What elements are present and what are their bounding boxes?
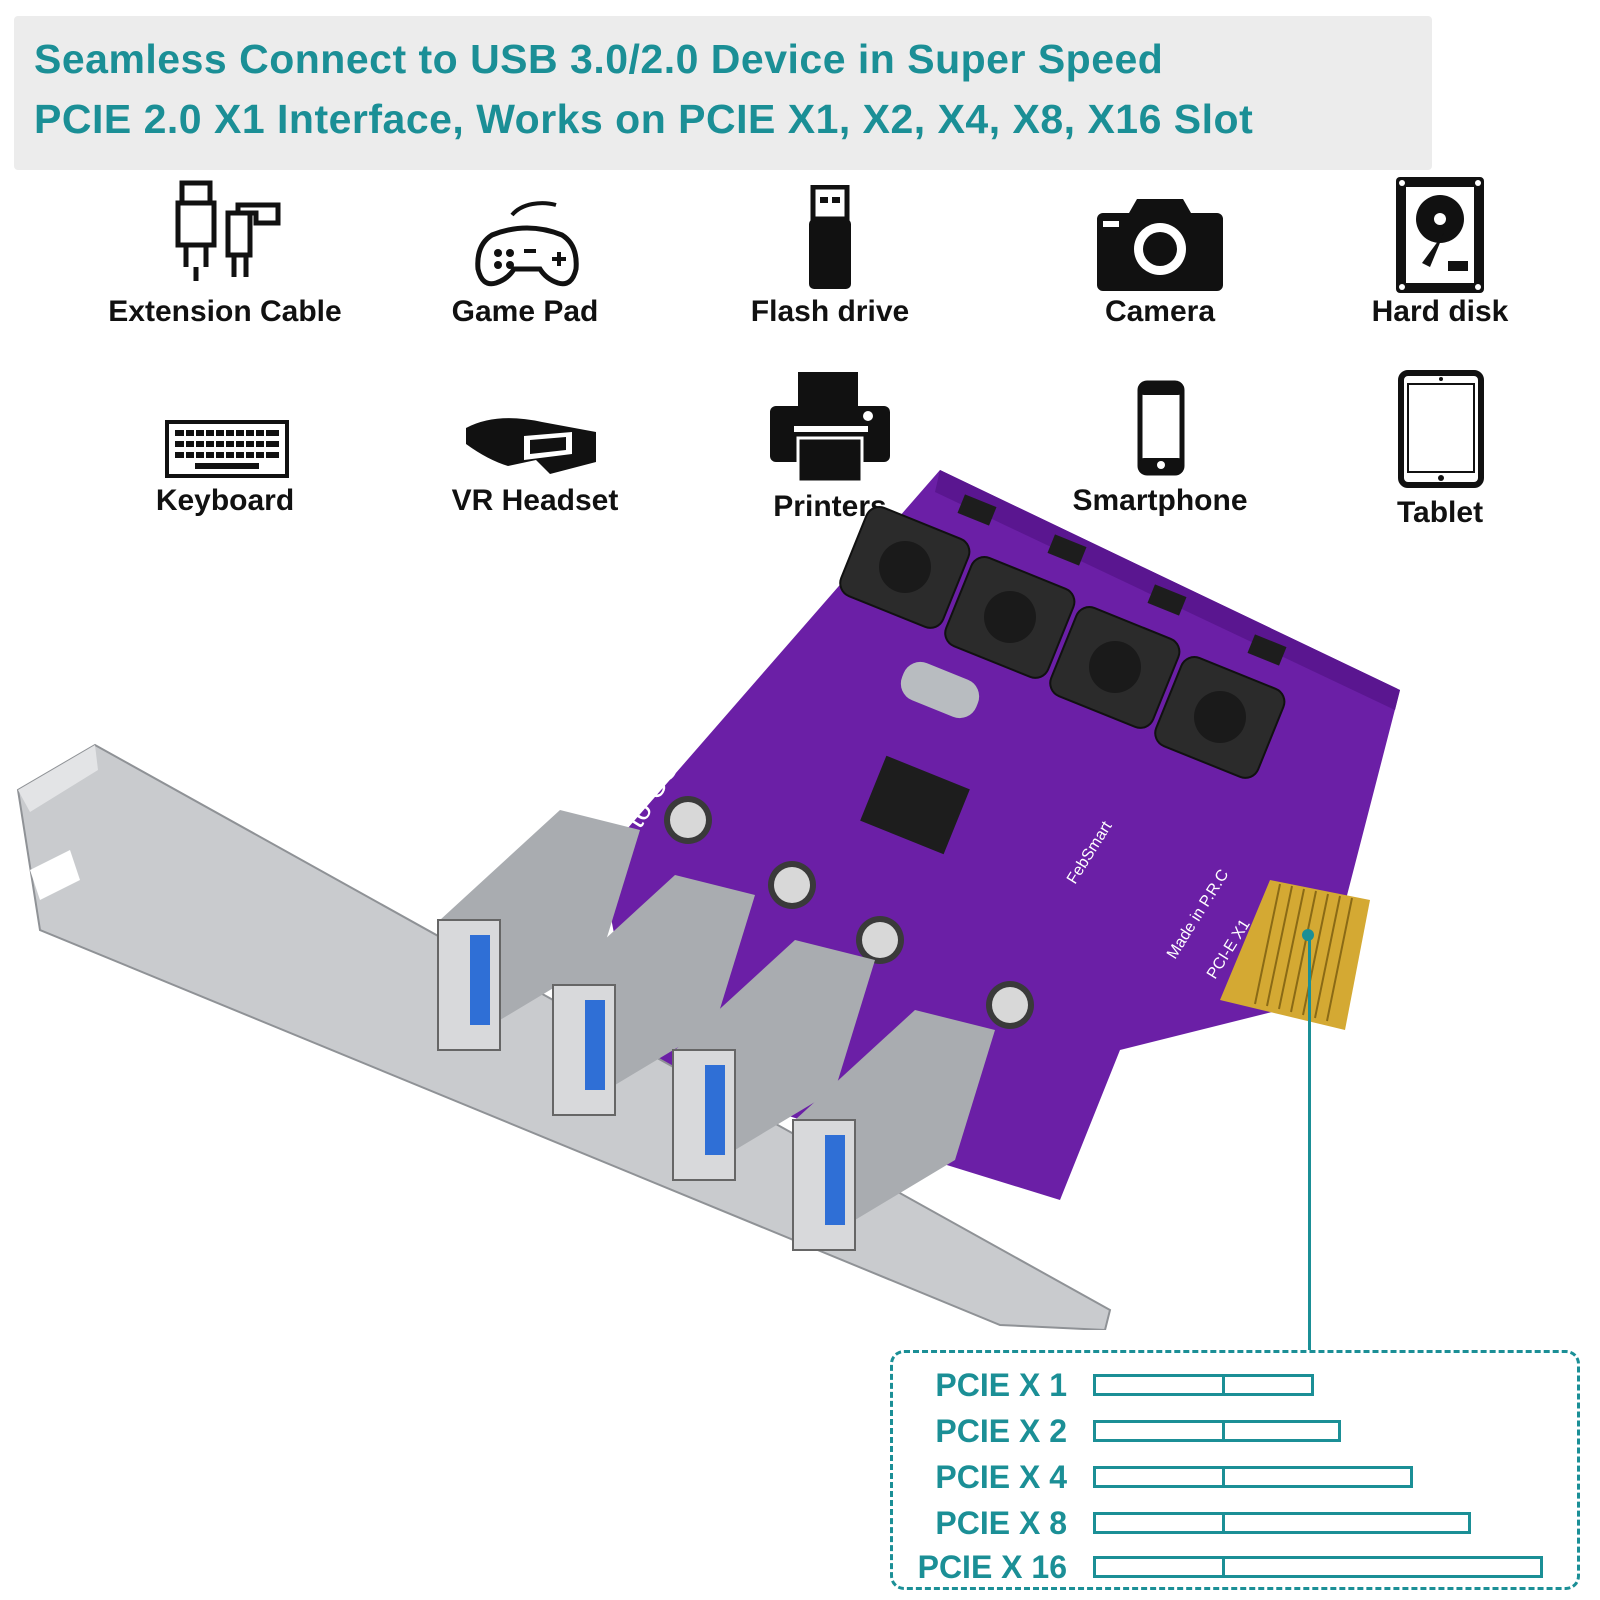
usb-cable-icon bbox=[175, 180, 281, 281]
device-label: Keyboard bbox=[155, 484, 295, 517]
camera-icon bbox=[1097, 199, 1223, 291]
slot-label: PCIE X 4 bbox=[935, 1459, 1067, 1495]
device-flash-drive: Flash drive bbox=[700, 175, 960, 345]
device-game-pad: Game Pad bbox=[400, 175, 650, 345]
slot-row: PCIE X 4 bbox=[893, 1457, 1577, 1497]
device-label: Flash drive bbox=[750, 295, 910, 328]
tablet-icon bbox=[1398, 370, 1484, 488]
device-vr-headset: VR Headset bbox=[420, 370, 650, 540]
pcie-usb-card: to USB 3.0 Card FebSmart Made in P.R.C P… bbox=[16, 470, 1400, 1330]
callout-line bbox=[1308, 935, 1311, 1350]
smartphone-icon bbox=[1137, 380, 1185, 476]
crystal bbox=[900, 661, 980, 719]
slot-bar bbox=[1093, 1512, 1471, 1534]
device-printers: Printers bbox=[700, 370, 960, 540]
device-smartphone: Smartphone bbox=[1020, 370, 1300, 540]
banner-headline: Seamless Connect to USB 3.0/2.0 Device i… bbox=[34, 36, 1164, 82]
gamepad-icon bbox=[475, 201, 579, 287]
gold-fingers bbox=[1220, 880, 1370, 1030]
device-extension-cable: Extension Cable bbox=[80, 175, 370, 345]
printer-icon bbox=[770, 372, 890, 482]
slot-label: PCIE X 8 bbox=[935, 1505, 1067, 1541]
slot-row: PCIE X 1 bbox=[893, 1365, 1577, 1405]
device-label: VR Headset bbox=[451, 484, 619, 517]
device-label: Game Pad bbox=[451, 295, 599, 328]
flash-drive-icon bbox=[809, 185, 851, 289]
vr-headset-icon bbox=[466, 418, 596, 474]
device-keyboard: Keyboard bbox=[110, 370, 340, 540]
device-label: Extension Cable bbox=[108, 295, 342, 328]
slot-bar bbox=[1093, 1374, 1314, 1396]
slot-row: PCIE X 2 bbox=[893, 1411, 1577, 1451]
slot-label: PCIE X 2 bbox=[935, 1413, 1067, 1449]
slot-row: PCIE X 16 bbox=[893, 1547, 1577, 1587]
slot-bar bbox=[1093, 1420, 1341, 1442]
capacitors bbox=[664, 796, 1034, 1029]
header-banner: Seamless Connect to USB 3.0/2.0 Device i… bbox=[14, 16, 1432, 170]
slot-compatibility-panel: PCIE X 1 PCIE X 2 PCIE X 4 PCIE X 8 PCIE… bbox=[890, 1350, 1580, 1590]
device-label: Smartphone bbox=[1072, 484, 1248, 517]
slot-label: PCIE X 1 bbox=[935, 1367, 1067, 1403]
slot-row: PCIE X 8 bbox=[893, 1503, 1577, 1543]
hard-disk-icon bbox=[1396, 177, 1484, 293]
device-label: Camera bbox=[1104, 295, 1216, 328]
controller-chip bbox=[860, 755, 970, 855]
usb-port bbox=[792, 1010, 995, 1251]
usb-port bbox=[672, 940, 875, 1181]
keyboard-icon bbox=[165, 420, 289, 478]
usb-port bbox=[552, 875, 755, 1116]
device-hard-disk: Hard disk bbox=[1340, 175, 1540, 345]
slot-bar bbox=[1093, 1466, 1413, 1488]
smd-chips bbox=[957, 494, 1287, 666]
usb-ports bbox=[437, 810, 995, 1251]
slot-bar bbox=[1093, 1556, 1543, 1578]
usb-port bbox=[437, 810, 640, 1051]
device-camera: Camera bbox=[1040, 175, 1280, 345]
device-tablet: Tablet bbox=[1340, 370, 1540, 540]
banner-subheadline: PCIE 2.0 X1 Interface, Works on PCIE X1,… bbox=[34, 96, 1254, 142]
slot-label: PCIE X 16 bbox=[917, 1549, 1067, 1585]
device-label: Hard disk bbox=[1371, 295, 1509, 328]
device-label: Tablet bbox=[1396, 496, 1484, 529]
